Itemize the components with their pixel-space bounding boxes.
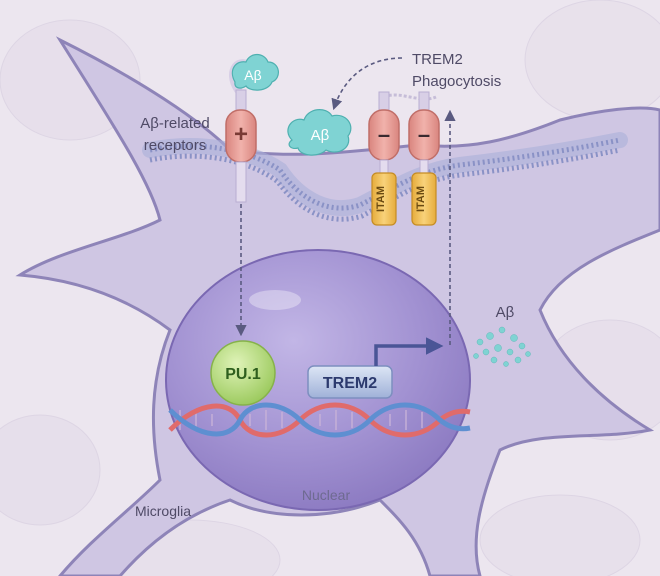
itam-box-1	[371, 172, 397, 226]
trem2-receptor-pair	[368, 91, 440, 175]
itam-label-1: ITAM	[375, 186, 387, 212]
pu1-label: PU.1	[225, 366, 261, 383]
pu1-circle	[210, 340, 276, 406]
trem2-minus-sign-1: –	[378, 122, 390, 147]
dna-helix	[168, 402, 471, 438]
transcription-arrow	[374, 337, 444, 366]
trem2-gene-label: TREM2	[323, 375, 377, 392]
trem2-phagocytosis-label-line2: Phagocytosis	[412, 73, 501, 90]
trem2-gene-box	[307, 365, 393, 399]
abeta-particles	[473, 326, 531, 367]
abeta-free-label: Aβ	[496, 304, 515, 321]
abeta-bound-label: Aβ	[244, 67, 261, 83]
trem2-minus-sign-2: –	[418, 122, 430, 147]
itam-label-2: ITAM	[415, 186, 427, 212]
microglia-label: Microglia	[135, 503, 191, 519]
nuclear-label: Nuclear	[302, 487, 351, 503]
nucleus-highlight	[249, 290, 301, 310]
trem2-phagocytosis-label-line1: TREM2	[412, 51, 463, 68]
receptor-plus-sign: +	[234, 121, 248, 148]
abeta-cluster	[287, 109, 352, 156]
abeta-bound	[231, 53, 279, 91]
abeta-cluster-label: Aβ	[311, 127, 330, 144]
abeta-receptors-label-line2: receptors	[144, 137, 207, 154]
abeta-receptors-label-line1: Aβ-related	[140, 115, 210, 132]
phagocytosis-arrow	[331, 57, 403, 111]
itam-box-2	[411, 172, 437, 226]
